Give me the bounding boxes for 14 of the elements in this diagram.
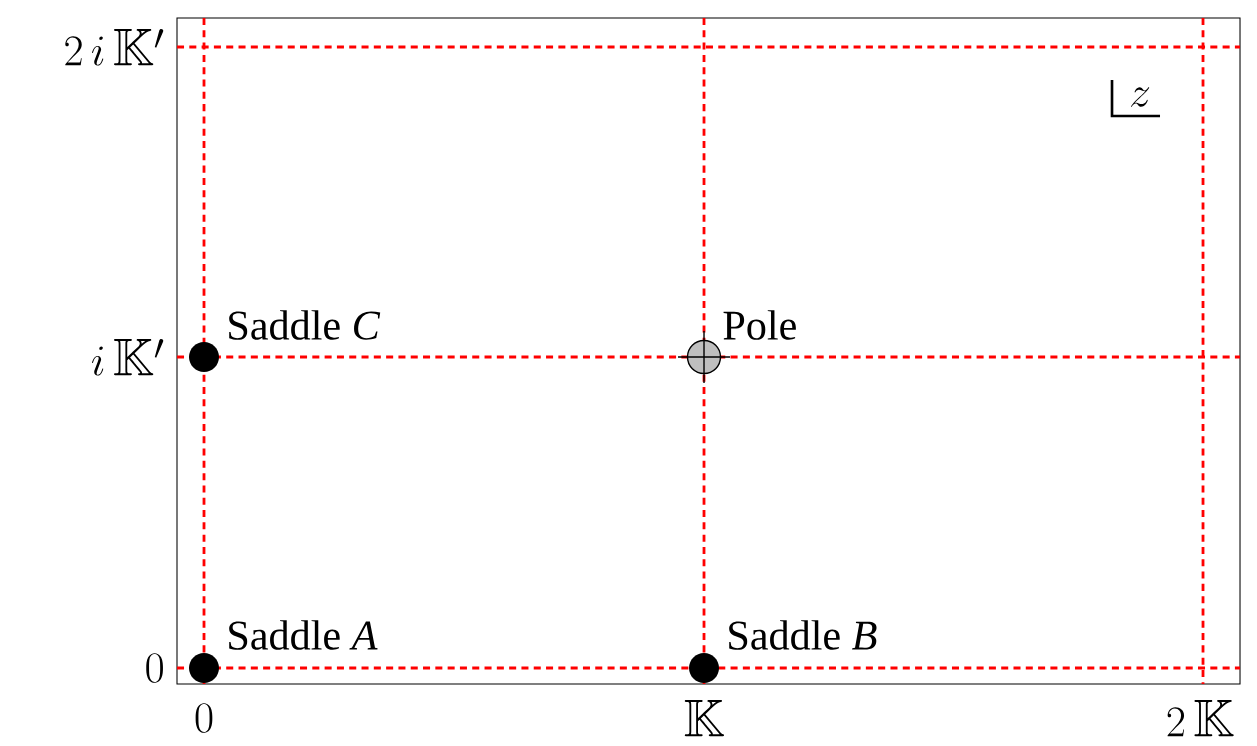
point-label: Saddle A <box>229 620 378 650</box>
tick-label: $i\,\mathbb{K}'$ <box>92 338 164 376</box>
point-label: Pole <box>723 310 796 340</box>
point-dot <box>689 653 719 683</box>
tick-label: $0$ <box>195 703 213 733</box>
tick-label: $2\,i\,\mathbb{K}'$ <box>65 28 164 66</box>
tick-label: $2\,\mathbb{K}$ <box>1167 700 1234 737</box>
corner-label: $z$ <box>1130 87 1150 107</box>
point-label: Saddle C <box>229 310 381 340</box>
point-label: Saddle B <box>729 620 877 650</box>
tick-label: $\mathbb{K}$ <box>684 700 725 737</box>
point-dot <box>189 342 219 372</box>
point-dot <box>189 653 219 683</box>
tick-label: $0$ <box>146 653 163 683</box>
